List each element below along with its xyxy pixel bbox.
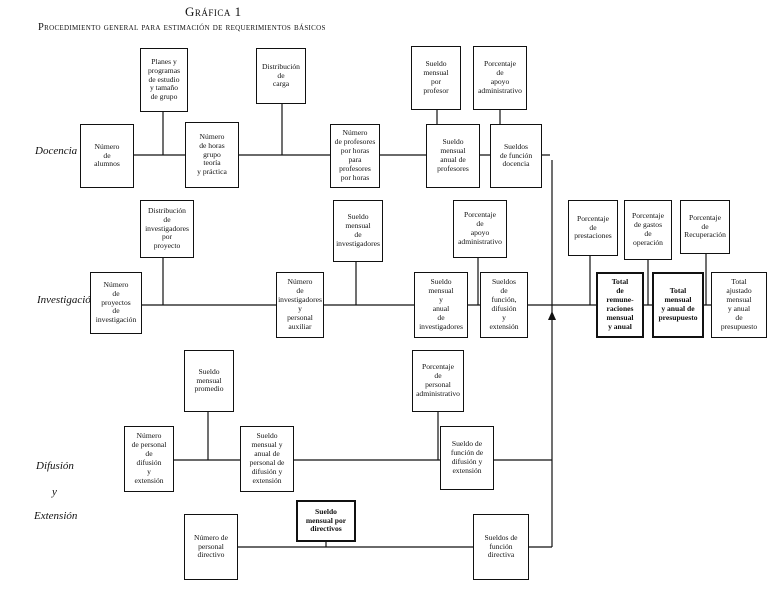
chart-subtitle: Procedimiento general para estimación de… — [38, 22, 326, 33]
box-numero-horas: Número de horas grupo teoría y práctica — [185, 122, 239, 188]
box-distribucion-carga: Distribución de carga — [256, 48, 306, 104]
box-total-ajustado: Total ajustado mensual y anual de presup… — [711, 272, 767, 338]
box-sueldo-anual-personal-difusion: Sueldo mensual y anual de personal de di… — [240, 426, 294, 492]
box-total-presupuesto: Total mensual y anual de presupuesto — [652, 272, 704, 338]
box-numero-alumnos: Número de alumnos — [80, 124, 134, 188]
row-label-extension: Extensión — [34, 510, 78, 522]
chart-title: Gráfica 1 — [185, 4, 242, 19]
box-sueldo-funcion-difusion: Sueldo de función de difusión y extensió… — [440, 426, 494, 490]
row-label-docencia: Docencia — [35, 145, 78, 157]
box-porcentaje-recuperacion: Porcentaje de Recuperación — [680, 200, 730, 254]
box-sueldo-directivos: Sueldo mensual por directivos — [296, 500, 356, 542]
box-porcentaje-gastos-operacion: Porcentaje de gastos de operación — [624, 200, 672, 260]
row-label-y: y — [52, 486, 57, 498]
box-sueldo-mensual-promedio: Sueldo mensual promedio — [184, 350, 234, 412]
box-sueldo-anual-profesores: Sueldo mensual anual de profesores — [426, 124, 480, 188]
box-planes-programas: Planes y programas de estudio y tamaño d… — [140, 48, 188, 112]
row-label-difusion: Difusión — [36, 460, 74, 472]
arrow-up-icon — [548, 311, 556, 320]
box-sueldo-anual-investigadores: Sueldo mensual y anual de investigadores — [414, 272, 468, 338]
box-sueldos-funcion-docencia: Sueldos de función docencia — [490, 124, 542, 188]
box-numero-investigadores: Número de investigadores y personal auxi… — [276, 272, 324, 338]
box-porcentaje-apoyo-investigacion: Porcentaje de apoyo administrativo — [453, 200, 507, 258]
box-distribucion-investigadores: Distribución de investigadores por proye… — [140, 200, 194, 258]
box-porcentaje-apoyo-docencia: Porcentaje de apoyo administrativo — [473, 46, 527, 110]
box-total-remuneraciones: Total de remune- raciones mensual y anua… — [596, 272, 644, 338]
box-numero-personal-difusion: Número de personal de difusión y extensi… — [124, 426, 174, 492]
row-label-investigacion: Investigación — [37, 294, 97, 306]
box-sueldos-funcion-difusion: Sueldos de función, difusión y extensión — [480, 272, 528, 338]
box-numero-personal-directivo: Número de personal directivo — [184, 514, 238, 580]
box-numero-profesores: Número de profesores por horas para prof… — [330, 124, 380, 188]
box-sueldos-funcion-directiva: Sueldos de función directiva — [473, 514, 529, 580]
box-porcentaje-personal-administrativo: Porcentaje de personal administrativo — [412, 350, 464, 412]
box-porcentaje-prestaciones: Porcentaje de prestaciones — [568, 200, 618, 256]
box-sueldo-mensual-investigadores: Sueldo mensual de investigadores — [333, 200, 383, 262]
box-sueldo-mensual-profesor: Sueldo mensual por profesor — [411, 46, 461, 110]
box-numero-proyectos: Número de proyectos de investigación — [90, 272, 142, 334]
